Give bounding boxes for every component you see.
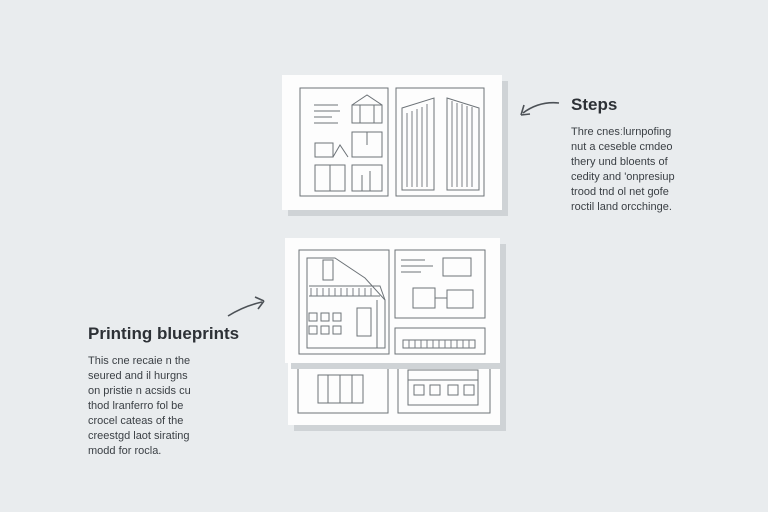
panel-right [395, 87, 485, 197]
steps-callout: Steps Thre cnesːlurnpofing nut a ceseble… [571, 95, 675, 215]
printing-heading: Printing blueprints [88, 324, 240, 343]
blueprint-sheet-bottom [288, 355, 500, 425]
printing-callout: Printing blueprints This cne recaie n th… [88, 324, 239, 459]
blueprint-drawing-bottom [297, 360, 491, 414]
printing-line: seured and il hurgns [88, 370, 188, 382]
printing-line: thod lranferro fol be [88, 400, 184, 412]
steps-line: Thre cnesːlurnpofing [571, 126, 672, 138]
blueprint-sheet-middle [285, 238, 500, 363]
steps-description: Thre cnesːlurnpofing nut a ceseble cmdeo… [571, 125, 675, 215]
printing-line: on pristie n acsids cu [88, 385, 191, 397]
steps-line: nut a ceseble cmdeo [571, 141, 673, 153]
steps-line: trood tnd ol net gofe [571, 186, 669, 198]
printing-line: This cne recaie n the [88, 355, 191, 367]
steps-line: thery und bloents of [571, 156, 668, 168]
steps-line: roctil land orcchinge. [571, 201, 672, 213]
blueprint-drawing-top [299, 87, 485, 197]
steps-line: cedity and 'onpresiup [571, 171, 675, 183]
blueprint-drawing-middle [298, 249, 486, 355]
arrow-to-top-sheet [520, 101, 560, 116]
blueprint-sheet-top [282, 75, 502, 210]
printing-line: modd for rocla. [88, 445, 162, 457]
panel-left [299, 87, 389, 197]
arrow-to-middle-sheet [227, 296, 265, 317]
printing-line: crocel cateas of the [88, 415, 184, 427]
steps-heading: Steps [571, 95, 618, 114]
printing-line: creestgd laot sirating [88, 430, 190, 442]
printing-description: This cne recaie n the seured and il hurg… [88, 354, 239, 459]
